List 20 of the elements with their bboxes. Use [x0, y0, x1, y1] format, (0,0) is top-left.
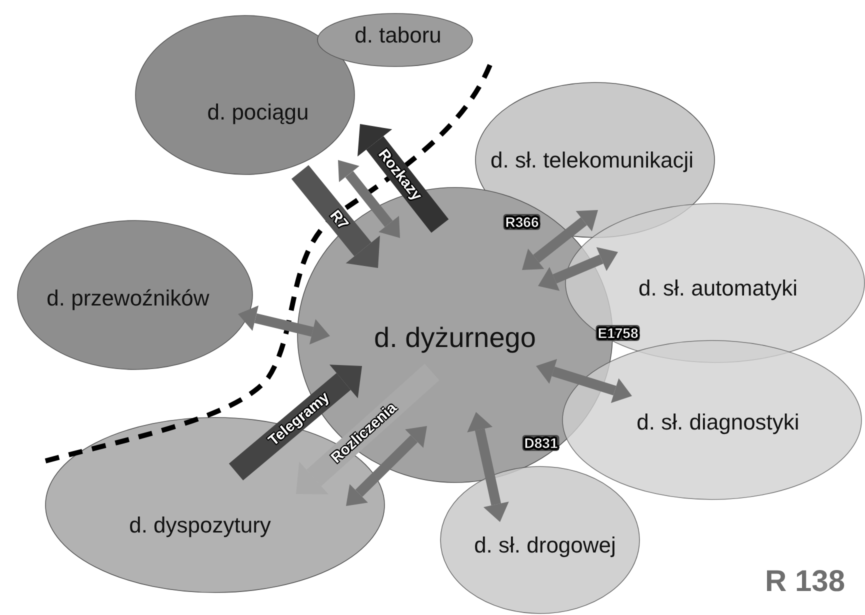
arrow: [522, 210, 598, 270]
node-label: d. dyżurnego: [373, 322, 537, 354]
node-label: d. sł. diagnostyki: [636, 409, 800, 435]
node-label: d. sł. automatyki: [638, 275, 798, 301]
arrow: [296, 364, 440, 494]
arrow: [467, 412, 509, 522]
node-label: d. przewoźników: [46, 285, 210, 311]
arrow: [238, 306, 330, 344]
node-label: d. sł. drogowej: [473, 532, 617, 558]
code-label: R366: [503, 214, 541, 230]
figure-number: R 138: [765, 565, 846, 599]
node-label: d. taboru: [354, 22, 442, 48]
arrow: [346, 426, 427, 506]
node-label: d. dyspozytury: [128, 512, 272, 538]
arrow: [338, 160, 400, 238]
node-label: d. pociągu: [206, 99, 310, 125]
arrow: [538, 247, 618, 291]
node-label: d. sł. telekomunikacji: [490, 147, 694, 173]
edge-label: R7: [326, 207, 352, 233]
arrow: [536, 358, 632, 404]
